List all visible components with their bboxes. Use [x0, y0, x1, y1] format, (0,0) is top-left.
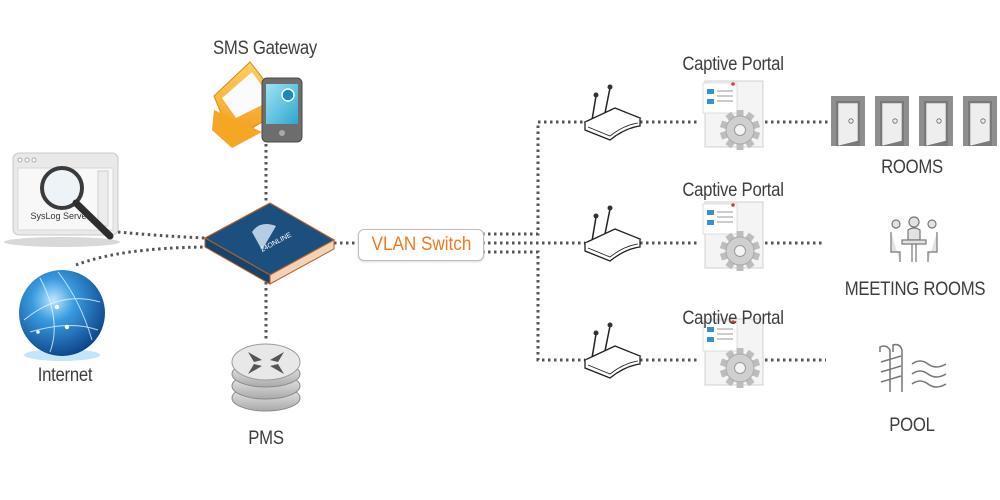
branch-icons	[583, 80, 764, 388]
door-icon	[963, 96, 997, 147]
captive-portal-2-label: Captive Portal	[682, 180, 784, 201]
captive-portal-icon-3[interactable]	[702, 318, 764, 388]
syslog-server-inner-label: SysLog Server	[30, 211, 90, 221]
wireless-router-icon-2[interactable]	[583, 205, 642, 262]
gear-icon	[719, 110, 761, 150]
gear-icon	[719, 231, 761, 271]
pms-server-icon[interactable]	[231, 343, 301, 412]
gear-icon	[719, 348, 761, 388]
rooms-doors-icon[interactable]	[831, 96, 997, 147]
connectors	[75, 120, 828, 362]
wireless-router-icon-3[interactable]	[583, 322, 642, 379]
internet-label: Internet	[37, 365, 93, 386]
meeting-rooms-label: MEETING ROOMS	[844, 279, 986, 300]
captive-portal-1-label: Captive Portal	[682, 54, 784, 75]
door-icon	[919, 96, 953, 147]
internet-globe-icon[interactable]	[19, 270, 105, 361]
connector-syslog-appliance	[117, 230, 206, 240]
rooms-label: ROOMS	[881, 157, 943, 178]
vlan-switch-label: VLAN Switch	[371, 234, 471, 255]
captive-portal-icon-1[interactable]	[702, 80, 764, 150]
connector-vlan-router1	[482, 120, 585, 236]
pms-label: PMS	[248, 428, 284, 449]
sms-gateway-icon[interactable]	[212, 61, 303, 148]
captive-portal-icon-2[interactable]	[702, 201, 764, 271]
pool-icon[interactable]	[879, 343, 947, 392]
door-icon	[831, 96, 865, 147]
wireless-router-icon-1[interactable]	[583, 84, 642, 141]
captive-portal-3-label: Captive Portal	[682, 308, 784, 329]
door-icon	[875, 96, 909, 147]
sms-gateway-label: SMS Gateway	[213, 38, 317, 59]
syslog-server-icon[interactable]	[4, 152, 120, 247]
connector-internet-appliance	[75, 245, 206, 267]
pool-label: POOL	[889, 415, 935, 436]
vlan-switch-node[interactable]: VLAN Switch	[358, 229, 484, 261]
connector-vlan-router3	[482, 250, 585, 362]
24online-appliance-icon[interactable]: 24ONLINE	[203, 202, 336, 285]
meeting-rooms-icon[interactable]	[890, 216, 938, 262]
